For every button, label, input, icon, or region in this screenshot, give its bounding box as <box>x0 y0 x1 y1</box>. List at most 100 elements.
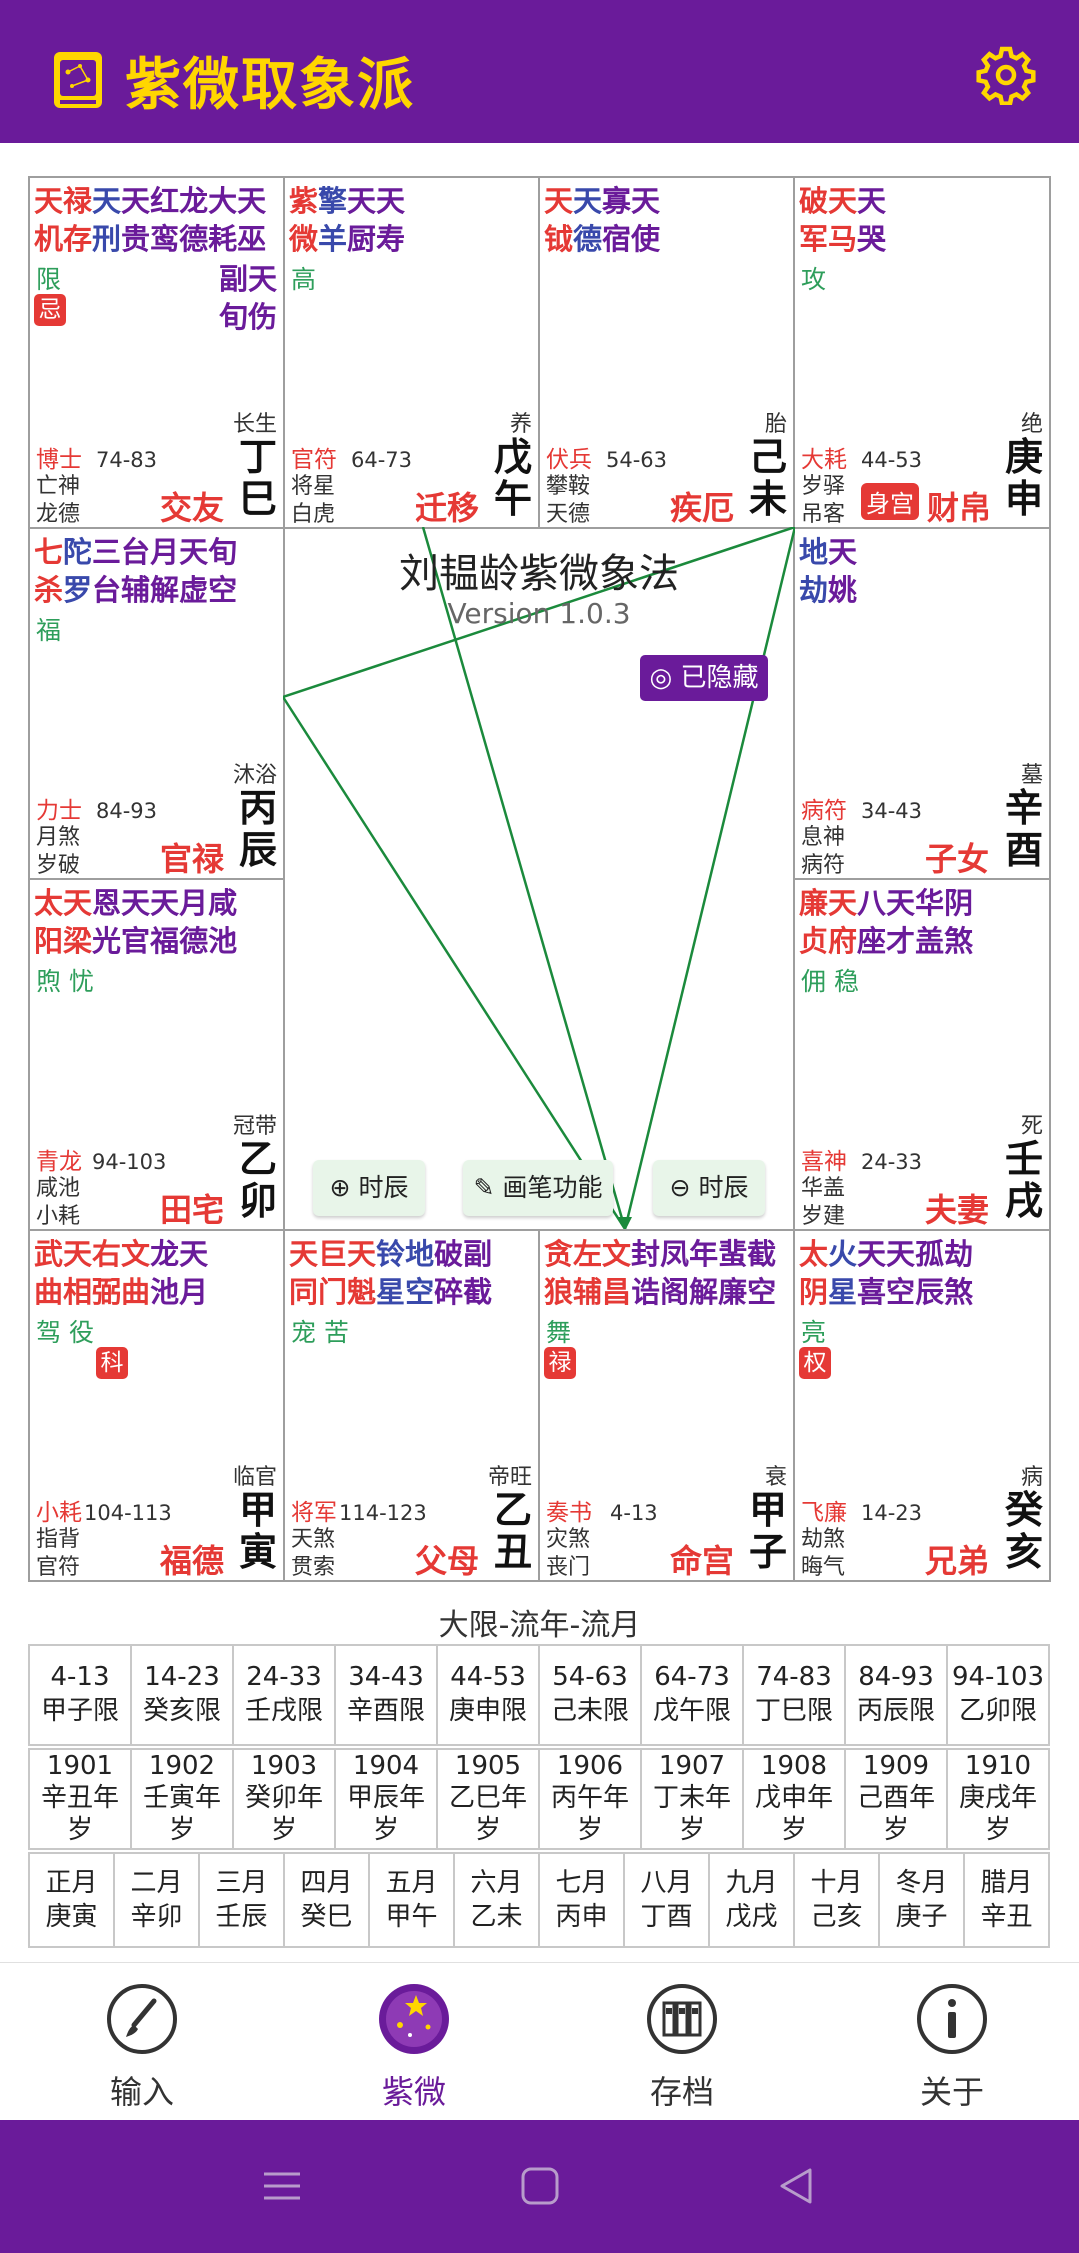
liuyue-cell[interactable]: 腊月辛丑 <box>963 1852 1050 1948</box>
earthly-branch: 寅 <box>238 1530 277 1574</box>
liuyue-cell[interactable]: 四月癸巳 <box>283 1852 370 1948</box>
palace-name: 交友 <box>160 489 225 527</box>
heavenly-stem: 乙 <box>493 1488 532 1532</box>
suiqian-star: 劫煞 <box>801 1527 846 1552</box>
life-stage: 绝 <box>1020 412 1043 437</box>
hua-quan-badge: 权 <box>799 1347 831 1379</box>
palace-you[interactable]: 地天 劫姚 墓 辛 酉 病符 息神 病符 34-43 子女 <box>793 527 1051 880</box>
palace-zi[interactable]: 贪左文封凤年蜚截 狼辅昌诰阁解廉空 舞 禄 衰 甲 子 奏书 灾煞 丧门 4-1… <box>538 1229 795 1582</box>
life-stage: 墓 <box>1020 763 1043 788</box>
liuyue-cell[interactable]: 二月辛卯 <box>113 1852 200 1948</box>
boshi-star: 青龙 <box>36 1149 82 1175</box>
archive-binders-icon <box>647 1984 717 2054</box>
liuyue-cell[interactable]: 冬月庚子 <box>878 1852 965 1948</box>
palace-mao[interactable]: 太天恩天天月咸 阳梁光官福德池 煦 忧 冠带 乙 卯 青龙 咸池 小耗 94-1… <box>28 878 285 1231</box>
suiqian-star: 岁驿 <box>801 474 846 499</box>
menu-icon[interactable] <box>262 2166 302 2206</box>
palace-shen[interactable]: 破天天 军马哭 攻 绝 庚 申 大耗 岁驿 吊客 44-53 身宫 财帛 <box>793 176 1051 529</box>
liuyue-cell[interactable]: 八月丁酉 <box>623 1852 710 1948</box>
brush-tool-button[interactable]: ✎ 画笔功能 <box>463 1160 613 1216</box>
life-stage: 长生 <box>232 412 277 437</box>
app-title: 紫微取象派 <box>125 53 415 118</box>
earthly-branch: 未 <box>748 477 787 521</box>
brush-icon <box>107 1984 177 2054</box>
taisui-star: 晦气 <box>801 1555 846 1580</box>
liuyue-cell[interactable]: 五月甲午 <box>368 1852 455 1948</box>
earthly-branch: 戌 <box>1004 1179 1043 1223</box>
minus-circle-icon: ⊖ <box>669 1173 691 1202</box>
hidden-toggle-button[interactable]: ◎ 已隐藏 <box>640 655 768 701</box>
taisui-star: 吊客 <box>801 502 846 527</box>
palace-xu[interactable]: 廉天八天华阴 贞府座才盖煞 佣 稳 死 壬 戌 喜神 华盖 岁建 24-33 夫… <box>793 878 1051 1231</box>
brightness-mark: 煦 忧 <box>36 967 94 996</box>
boshi-star: 喜神 <box>801 1149 847 1175</box>
home-icon[interactable] <box>520 2166 560 2206</box>
nav-input[interactable]: 输入 <box>82 1981 202 2113</box>
hua-lu-badge: 禄 <box>544 1347 576 1379</box>
earthly-branch: 申 <box>1004 477 1043 521</box>
nav-about[interactable]: 关于 <box>892 1981 1012 2113</box>
palace-hai[interactable]: 太火天天孤劫 阴星喜空辰煞 亮 权 病 癸 亥 飞廉 劫煞 晦气 14-23 兄… <box>793 1229 1051 1582</box>
heavenly-stem: 甲 <box>238 1488 277 1532</box>
heavenly-stem: 壬 <box>1004 1137 1043 1181</box>
palace-name: 疾厄 <box>670 489 735 527</box>
liuyue-cell[interactable]: 六月乙未 <box>453 1852 540 1948</box>
liuyue-cell[interactable]: 七月丙申 <box>538 1852 625 1948</box>
back-icon[interactable] <box>776 2166 816 2206</box>
nav-archive[interactable]: 存档 <box>622 1981 742 2113</box>
palace-wei[interactable]: 天天寡天 钺德宿使 胎 己 未 伏兵 攀鞍 天德 54-63 疾厄 <box>538 176 795 529</box>
liuyue-cell[interactable]: 三月壬辰 <box>198 1852 285 1948</box>
palace-si[interactable]: 天禄天天红龙大天 机存刑贵鸾德耗巫 限 副天 旬伤 忌 长生 丁 巳 博士 亡神… <box>28 176 285 529</box>
taisui-star: 白虎 <box>291 502 336 527</box>
palace-name: 父母 <box>415 1542 480 1580</box>
palace-chen[interactable]: 七陀三台月天旬 杀罗台辅解虚空 福 沐浴 丙 辰 力士 月煞 岁破 84-93 … <box>28 527 285 880</box>
liuyue-cell[interactable]: 九月戊戌 <box>708 1852 795 1948</box>
palace-wu[interactable]: 紫擎天天 微羊厨寿 高 养 戊 午 官符 将星 白虎 64-73 迁移 <box>283 176 540 529</box>
palace-stars: 地天 劫姚 <box>799 535 858 607</box>
earthly-branch: 巳 <box>238 477 277 521</box>
palace-stars: 太火天天孤劫 阴星喜空辰煞 <box>799 1237 974 1309</box>
age-range: 54-63 <box>606 448 668 472</box>
bottom-nav: 输入 紫微 存档 关于 <box>0 1962 1079 2121</box>
boshi-star: 力士 <box>36 798 82 824</box>
earthly-branch: 丑 <box>493 1530 532 1574</box>
heavenly-stem: 己 <box>748 435 787 479</box>
palace-name: 福德 <box>160 1542 225 1580</box>
palace-yin[interactable]: 武天右文龙天 曲相弼曲池月 驾 役 科 临官 甲 寅 小耗 指背 官符 104-… <box>28 1229 285 1582</box>
palace-chou[interactable]: 天巨天铃地破副 同门魁星空碎截 宠 苦 帝旺 乙 丑 将军 天煞 贯索 114-… <box>283 1229 540 1582</box>
age-range: 4-13 <box>610 1501 658 1525</box>
taisui-star: 岁建 <box>801 1204 846 1229</box>
suiqian-star: 月煞 <box>36 825 81 850</box>
prev-hour-button[interactable]: ⊕ 时辰 <box>313 1160 425 1216</box>
suiqian-star: 将星 <box>291 474 336 499</box>
nav-ziwei[interactable]: 紫微 <box>354 1981 474 2113</box>
settings-gear-icon[interactable] <box>976 45 1036 105</box>
liuyue-cell[interactable]: 十月己亥 <box>793 1852 880 1948</box>
life-stage: 养 <box>509 412 532 437</box>
next-hour-button[interactable]: ⊖ 时辰 <box>653 1160 765 1216</box>
taisui-star: 岁破 <box>36 853 81 878</box>
age-range: 104-113 <box>84 1501 172 1525</box>
suiqian-star: 华盖 <box>801 1176 846 1201</box>
liuyue-cell[interactable]: 正月庚寅 <box>28 1852 115 1948</box>
